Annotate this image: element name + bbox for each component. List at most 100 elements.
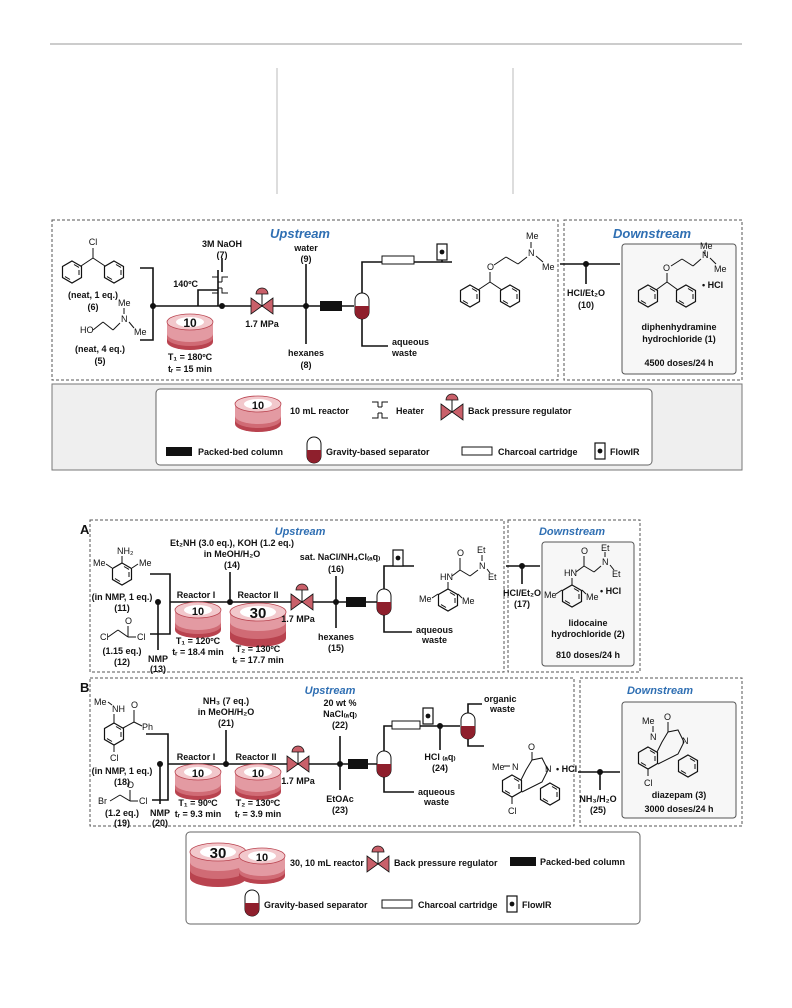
reagent-16-label: sat. NaCl/NH₄Cl₍ₐq₎ (300, 552, 381, 562)
atom-label: Cl (100, 632, 109, 642)
mixing-junction (437, 723, 443, 729)
reactor-temperature: T₂ = 130ºC (236, 798, 281, 808)
reagent-5-label: (neat, 4 eq.) (75, 344, 125, 354)
upstream-title: Upstream (275, 526, 326, 538)
mixing-junction (150, 303, 156, 309)
atom-label: N (682, 736, 689, 746)
reagent-12-label: (1.15 eq.) (102, 646, 141, 656)
atom-label: O (487, 262, 494, 272)
atom-label: Me (462, 596, 475, 606)
reagent-11-label: (in NMP, 1 eq.) (92, 592, 153, 602)
flowir-icon (436, 243, 448, 261)
atom-label: O (125, 616, 132, 626)
atom-label: NH (112, 704, 125, 714)
gravity-separator-icon (376, 750, 392, 778)
reagent-9-number: (9) (301, 254, 312, 264)
product-name: hydrochloride (2) (551, 629, 625, 639)
waste-label: aqueous (418, 787, 455, 797)
atom-label: O (127, 780, 134, 790)
panel-letter: B (80, 680, 89, 695)
atom-label: Et (477, 545, 486, 555)
packed-bed-column-icon (348, 759, 368, 769)
atom-label: HO (80, 325, 94, 335)
legend-flowir-label: FlowIR (610, 447, 640, 457)
upstream-title: Upstream (270, 226, 330, 241)
atom-label: N (479, 561, 486, 571)
waste-label: waste (423, 797, 449, 807)
atom-label: Me (492, 762, 505, 772)
flowir-icon (506, 895, 518, 913)
atom-label: Me (714, 264, 727, 274)
reactor-volume: 10 (252, 768, 264, 780)
mixing-junction (219, 303, 225, 309)
reagent-22-label: NaCl₍ₐq₎ (323, 709, 357, 719)
reagent-19-number: (19) (114, 818, 130, 828)
reactor-volume: 10 (192, 606, 204, 618)
legend-heater-label: Heater (396, 406, 425, 416)
reagent-5-number: (5) (95, 356, 106, 366)
atom-label: N (121, 314, 128, 324)
atom-label: Ph (142, 722, 153, 732)
charcoal-cartridge-icon (391, 720, 421, 730)
atom-label: O (528, 742, 535, 752)
reagent-8-number: (8) (301, 360, 312, 370)
mixing-junction (155, 599, 161, 605)
reagent-18-number: (18) (114, 777, 130, 787)
residence-time: tᵣ = 18.4 min (172, 647, 224, 657)
production-rate: 4500 doses/24 h (644, 358, 713, 368)
mixing-junction (157, 761, 163, 767)
atom-label: N (602, 557, 609, 567)
legend-bpr-label: Back pressure regulator (394, 858, 498, 868)
legend-separator-label: Gravity-based separator (264, 900, 368, 910)
reagent-6-label: (neat, 1 eq.) (68, 290, 118, 300)
mixing-junction (583, 261, 589, 267)
waste-label: aqueous (416, 625, 453, 635)
product-name: diazepam (3) (652, 790, 707, 800)
reagent-22-label: 20 wt % (323, 698, 356, 708)
reagent-13-number: (13) (150, 664, 166, 674)
product-name: diphenhydramine (641, 322, 716, 332)
waste-label: waste (391, 348, 417, 358)
residence-time: tᵣ = 15 min (168, 364, 212, 374)
atom-label: Cl (508, 806, 517, 816)
downstream-box (579, 677, 743, 827)
legend-2: 30 10 30, 10 mL reactor Back pressure re… (185, 831, 641, 925)
reactor-temperature: T₁ = 180ºC (168, 352, 213, 362)
atom-label: Cl (139, 796, 148, 806)
downstream-title: Downstream (627, 685, 693, 697)
reagent-12-number: (12) (114, 657, 130, 667)
gravity-separator-icon (376, 588, 392, 616)
reagent-22-number: (22) (332, 720, 348, 730)
packed-bed-column-icon (320, 301, 342, 311)
panel-letter: A (80, 522, 90, 537)
flowir-icon (392, 549, 404, 567)
atom-label: O (581, 546, 588, 556)
reagent-13-label: NMP (148, 654, 168, 664)
atom-label: O (131, 700, 138, 710)
reagent-6-number: (6) (88, 302, 99, 312)
waste-label: organic (484, 694, 517, 704)
reagent-10-label: HCl/Et₂O (567, 288, 605, 298)
legend-charcoal-label: Charcoal cartridge (498, 447, 578, 457)
atom-label: Me (526, 231, 539, 241)
reagent-17-number: (17) (514, 599, 530, 609)
legend-flowir-label: FlowIR (522, 900, 552, 910)
reagent-10-number: (10) (578, 300, 594, 310)
legend-1: 10 10 mL reactor Heater Back pressure re… (51, 383, 743, 471)
upstream-box (51, 219, 559, 381)
atom-label: O (664, 712, 671, 722)
mixing-junction (223, 761, 229, 767)
atom-label: Cl (89, 237, 98, 247)
product-name: hydrochloride (1) (642, 334, 716, 344)
reagent-21-number: (21) (218, 718, 234, 728)
reagent-23-label: EtOAc (326, 794, 354, 804)
atom-label: Cl (137, 632, 146, 642)
reactor-volume: 10 (183, 316, 197, 330)
reagent-14-label: Et₂NH (3.0 eq.), KOH (1.2 eq.) (170, 538, 294, 548)
reagent-14-label: in MeOH/H₂O (204, 549, 261, 559)
reagent-7-label: 3M NaOH (202, 239, 242, 249)
reagent-14-number: (14) (224, 560, 240, 570)
product-name: lidocaine (568, 618, 607, 628)
atom-label: O (457, 548, 464, 558)
